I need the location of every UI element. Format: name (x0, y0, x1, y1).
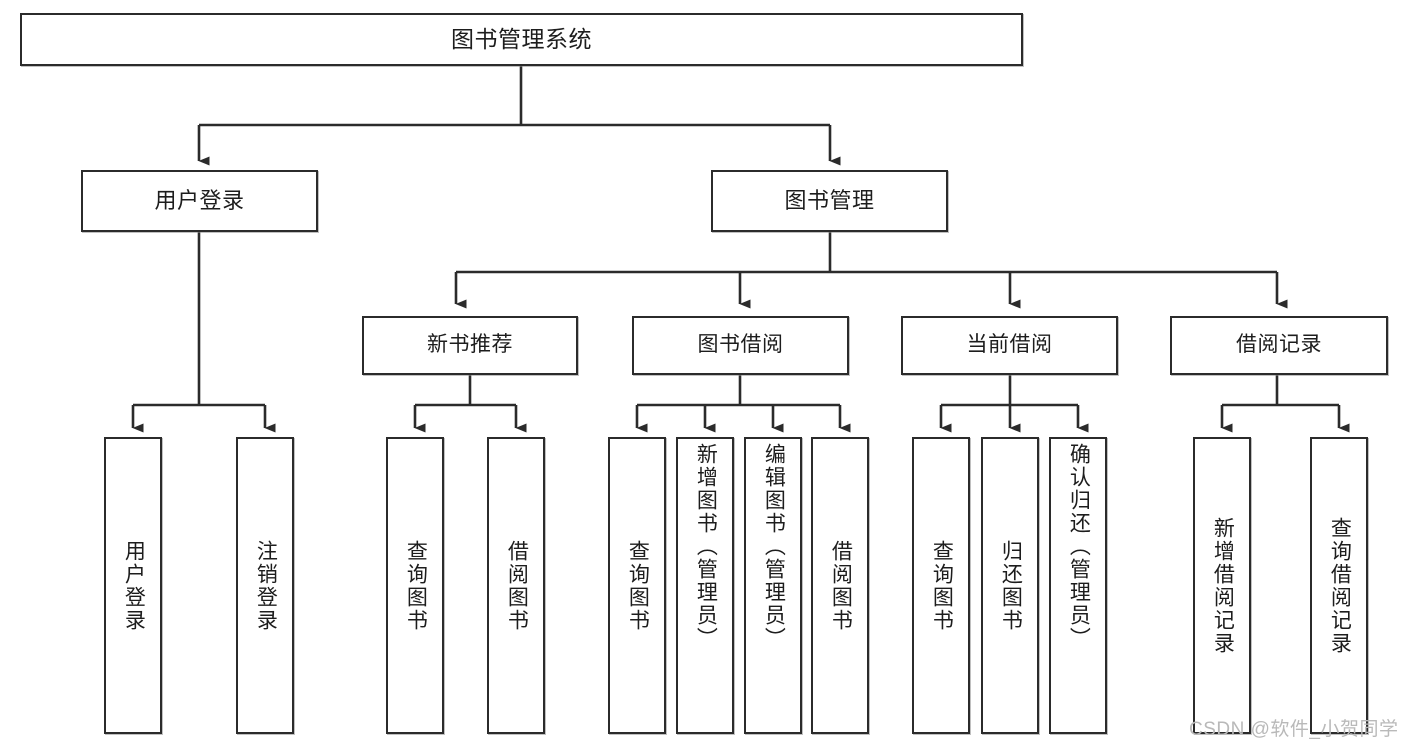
node-label: 图书借阅 (697, 333, 784, 357)
leaf-text-wrap: 查询借阅记录 (1312, 439, 1366, 732)
node-label: 图书管理系统 (451, 26, 592, 53)
node-label: 编辑图书（管理员） (762, 443, 786, 650)
leaf-text-wrap: 用户登录 (106, 439, 160, 732)
leaf-add-book-admin[interactable]: 新增图书（管理员） (676, 437, 734, 734)
leaf-add-borrow-record[interactable]: 新增借阅记录 (1193, 437, 1251, 734)
node-label: 新书推荐 (427, 333, 513, 357)
leaf-text-wrap: 注销登录 (238, 439, 292, 732)
leaf-text-wrap: 编辑图书（管理员） (746, 439, 800, 736)
node-label: 图书管理 (784, 188, 875, 214)
node-label: 查询图书 (930, 539, 954, 632)
node-label: 借阅记录 (1236, 333, 1322, 357)
leaf-text-wrap: 确认归还（管理员） (1051, 439, 1105, 736)
node-label: 借阅图书 (505, 539, 529, 632)
leaf-logout-login[interactable]: 注销登录 (236, 437, 294, 734)
node-label: 查询借阅记录 (1328, 516, 1352, 655)
node-label: 当前借阅 (966, 333, 1053, 357)
node-label: 新增借阅记录 (1211, 516, 1235, 655)
node-label: 用户登录 (122, 539, 146, 632)
node-label: 新增图书（管理员） (694, 443, 718, 650)
leaf-text-wrap: 查询图书 (388, 439, 442, 732)
node-label: 借阅图书 (829, 539, 853, 632)
leaf-borrow-book-recommend[interactable]: 借阅图书 (487, 437, 545, 734)
leaf-text-wrap: 新增图书（管理员） (678, 439, 732, 736)
node-book-borrow[interactable]: 图书借阅 (632, 316, 849, 375)
node-book-management[interactable]: 图书管理 (711, 170, 948, 232)
leaf-text-wrap: 借阅图书 (813, 439, 867, 732)
leaf-return-book[interactable]: 归还图书 (981, 437, 1039, 734)
leaf-confirm-return-admin[interactable]: 确认归还（管理员） (1049, 437, 1107, 734)
node-label: 查询图书 (404, 539, 428, 632)
leaf-query-book-recommend[interactable]: 查询图书 (386, 437, 444, 734)
node-user-login[interactable]: 用户登录 (81, 170, 318, 232)
leaf-borrow-book[interactable]: 借阅图书 (811, 437, 869, 734)
leaf-query-book-borrow[interactable]: 查询图书 (608, 437, 666, 734)
node-new-book-recommend[interactable]: 新书推荐 (362, 316, 578, 375)
leaf-edit-book-admin[interactable]: 编辑图书（管理员） (744, 437, 802, 734)
node-borrow-records[interactable]: 借阅记录 (1170, 316, 1388, 375)
node-current-borrow[interactable]: 当前借阅 (901, 316, 1118, 375)
leaf-text-wrap: 新增借阅记录 (1195, 439, 1249, 732)
leaf-text-wrap: 查询图书 (914, 439, 968, 732)
node-label: 确认归还（管理员） (1067, 443, 1091, 650)
node-label: 查询图书 (626, 539, 650, 632)
node-label: 注销登录 (254, 539, 278, 632)
leaf-text-wrap: 归还图书 (983, 439, 1037, 732)
leaf-user-login[interactable]: 用户登录 (104, 437, 162, 734)
leaf-text-wrap: 查询图书 (610, 439, 664, 732)
leaf-query-book-current[interactable]: 查询图书 (912, 437, 970, 734)
node-label: 用户登录 (154, 188, 245, 214)
leaf-text-wrap: 借阅图书 (489, 439, 543, 732)
node-root-system[interactable]: 图书管理系统 (20, 13, 1023, 66)
csdn-watermark: CSDN @软件_小贺同学 (1189, 719, 1399, 740)
node-label: 归还图书 (999, 539, 1023, 632)
leaf-query-borrow-record[interactable]: 查询借阅记录 (1310, 437, 1368, 734)
